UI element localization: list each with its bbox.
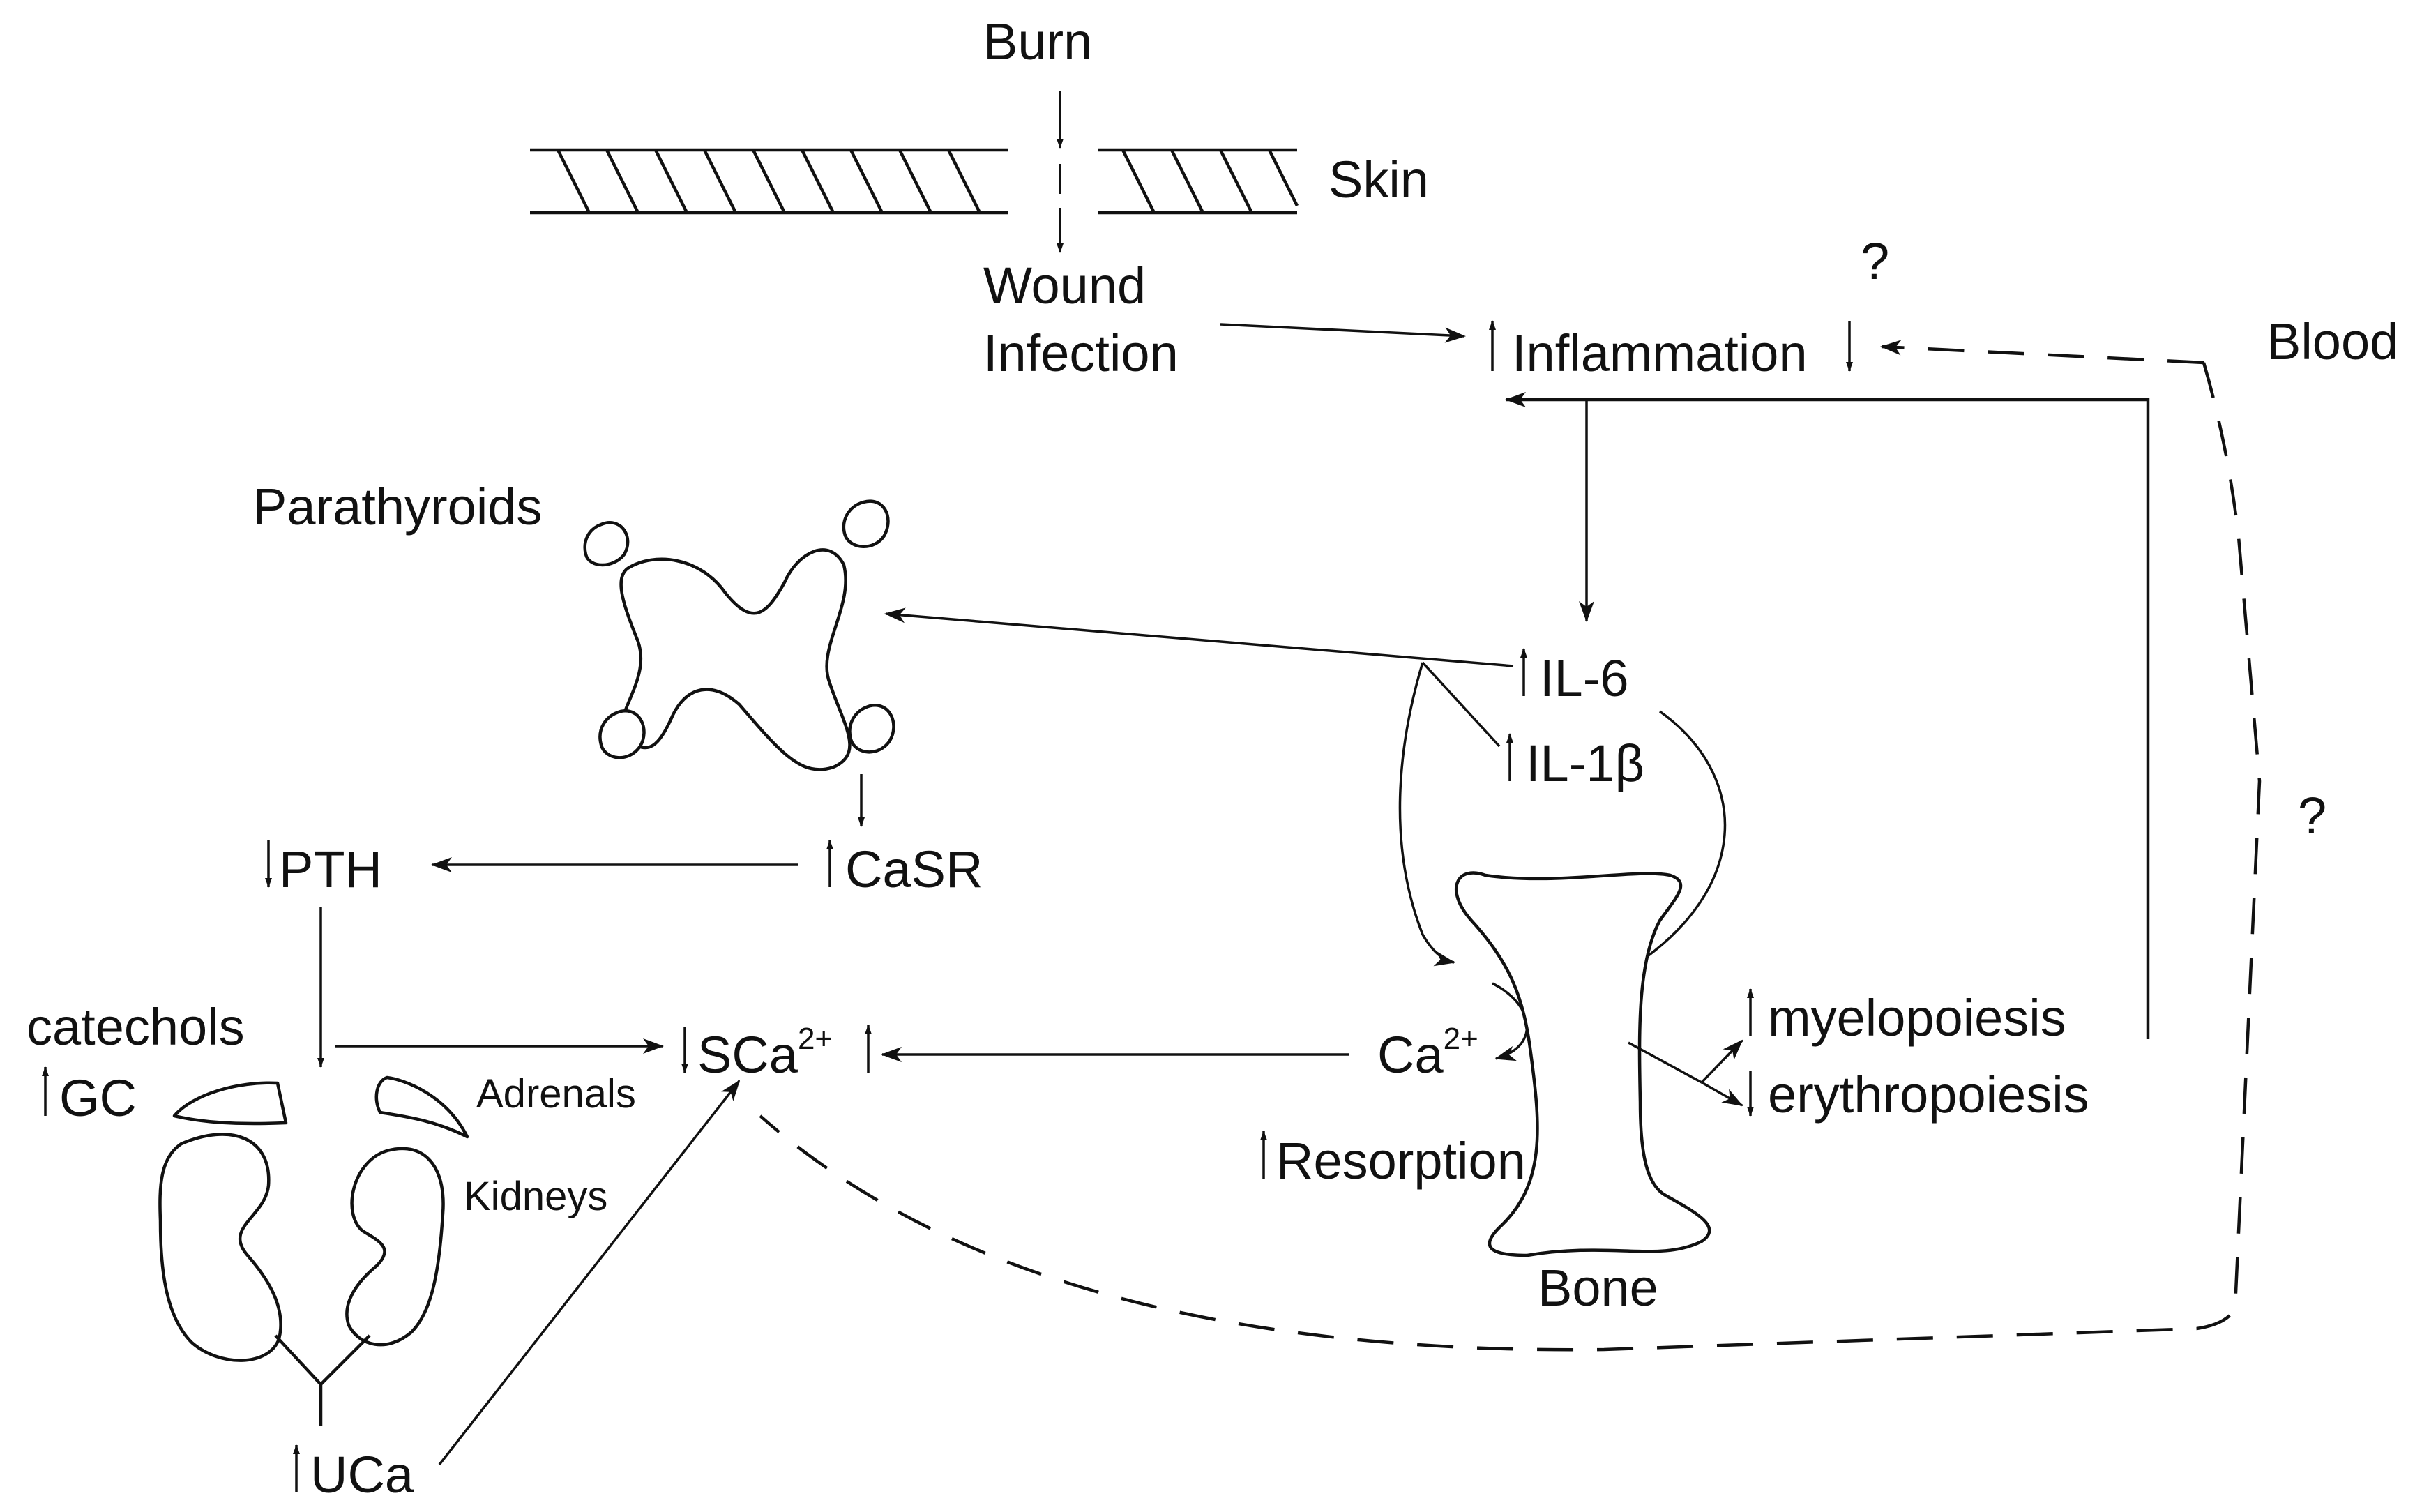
casr-label: CaSR [845,840,983,898]
uca-node: UCa [293,1444,414,1504]
adrenal-glands [172,1075,469,1139]
bone-label: Bone [1538,1259,1658,1317]
il6-node: IL-6 [1520,648,1629,707]
infection-label: Infection [983,324,1179,382]
inflammation-label: Inflammation [1512,324,1808,382]
adrenal-left [172,1081,288,1126]
il6-label: IL-6 [1540,649,1629,707]
ca-label: Ca2+ [1377,1022,1478,1084]
pth-node: PTH [265,840,382,898]
ca-base: Ca [1377,1026,1444,1084]
burn-label: Burn [983,13,1092,70]
gc-label: GC [59,1069,137,1127]
resorption-label: Resorption [1276,1132,1526,1190]
myelopoiesis-node: myelopoiesis [1747,988,2066,1047]
il6-to-bone-arrow [1603,710,1727,985]
kidney-left [158,1133,282,1362]
skin-label: Skin [1329,151,1429,209]
thyroid-shape [619,548,852,771]
il1b-to-bone-arrow [1398,662,1455,967]
gc-node: GC [42,1066,137,1127]
infection-to-inflammation-arrow [1220,323,1466,343]
to-erythropoiesis-arrow [1701,1081,1743,1107]
kidneys [158,1133,445,1362]
adrenal-right [374,1075,469,1139]
blood-label: Blood [2266,312,2398,370]
parathyroid-bottom-right [848,704,895,754]
resorption-node: Resorption [1260,1131,1526,1190]
myelopoiesis-to-inflammation-arrow [1505,392,2150,1039]
question-top-label: ? [1861,232,1889,290]
kidneys-label: Kidneys [464,1174,607,1219]
ureters [274,1334,371,1426]
cytokines-to-parathyroids-arrow [884,607,1514,667]
myelopoiesis-label: myelopoiesis [1768,989,2066,1047]
sca-base: SCa [697,1026,798,1084]
uca-to-sca-arrow [438,1080,741,1466]
inflammation-node: Inflammation [1489,320,1853,382]
kidney-right [345,1147,445,1347]
parathyroid-bottom-left [598,709,646,759]
skin-layer [530,148,1299,215]
ca-superscript: 2+ [1444,1022,1478,1056]
parathyroid-top-left [583,521,630,567]
wound-label: Wound [983,257,1146,315]
to-myelopoiesis-arrow [1700,1039,1743,1084]
parathyroids-label: Parathyroids [252,478,542,536]
sca-superscript: 2+ [798,1022,833,1056]
il-junction-line [1421,661,1501,748]
uca-label: UCa [310,1446,414,1504]
sca-label: SCa2+ [697,1022,833,1084]
catechols-label: catechols [27,998,245,1056]
adrenals-label: Adrenals [476,1071,636,1117]
parathyroid-gland [583,499,895,771]
erythropoiesis-label: erythropoiesis [1768,1066,2089,1124]
pth-label: PTH [279,840,382,898]
erythropoiesis-node: erythropoiesis [1747,1066,2089,1124]
bone-shape [1455,871,1711,1257]
skin-hatching [556,149,1299,214]
sca-node: SCa2+ [681,1022,872,1084]
question-right-label: ? [2298,787,2326,845]
il1b-label: IL-1β [1526,734,1644,792]
parathyroid-top-right [842,499,890,548]
bone-marrow-arrows [1628,1039,1743,1107]
blood-feedback-dashed-path [759,340,2262,1352]
casr-node: CaSR [826,840,983,898]
il1b-node: IL-1β [1506,733,1644,792]
